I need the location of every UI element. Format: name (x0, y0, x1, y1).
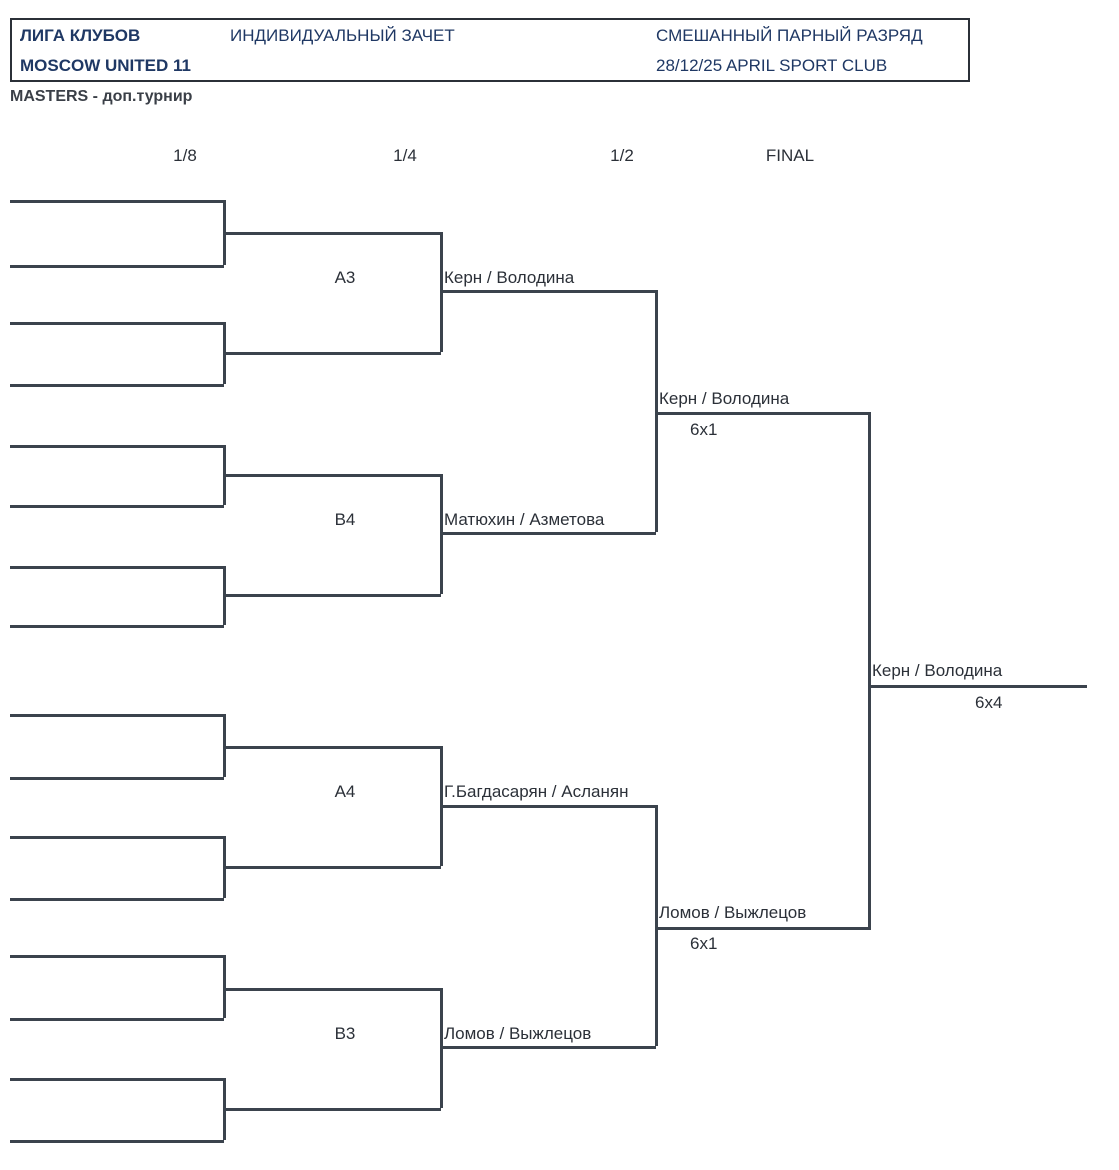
qf-seed-a3: A3 (334, 268, 356, 287)
sf-score-1: 6x1 (690, 420, 718, 439)
connector-sf-match-1 (655, 290, 658, 532)
final-score: 6x4 (975, 693, 1003, 712)
qf-feed-line-4b (223, 1108, 441, 1111)
qf-winner-4: Ломов / Выжлецов (444, 1024, 592, 1043)
connector-r16-match-5 (223, 714, 226, 777)
round-label-1-2: 1/2 (610, 146, 634, 165)
qf-feed-line-1a (223, 232, 441, 235)
qf-feed-line-3b (223, 866, 441, 869)
header-box: ЛИГА КЛУБОВ ИНДИВИДУАЛЬНЫЙ ЗАЧЕТ СМЕШАНН… (10, 18, 970, 82)
qf-seed-a4: A4 (334, 782, 356, 801)
qf-feed-line-3a (223, 746, 441, 749)
final-feed-line-bottom (655, 927, 871, 930)
connector-sf-match-2 (655, 805, 658, 1046)
header-date-venue: 28/12/25 APRIL SPORT CLUB (656, 56, 888, 75)
header-team: MOSCOW UNITED 11 (20, 56, 191, 75)
slot-line-r16-14 (10, 1018, 224, 1021)
sf-feed-line-1b (440, 532, 656, 535)
slot-line-r16-2 (10, 265, 224, 268)
slot-line-r16-16 (10, 1140, 224, 1143)
round-label-final: FINAL (765, 146, 815, 165)
qf-feed-line-2a (223, 474, 441, 477)
slot-line-r16-12 (10, 898, 224, 901)
qf-winner-1: Керн / Володина (444, 268, 575, 287)
sf-feed-line-2b (440, 1046, 656, 1049)
final-feed-line-top (655, 412, 871, 415)
qf-winner-2: Матюхин / Азметова (444, 510, 605, 529)
connector-final-match (868, 412, 871, 927)
slot-line-r16-3 (10, 322, 224, 325)
connector-r16-match-7 (223, 955, 226, 1018)
slot-line-r16-8 (10, 625, 224, 628)
slot-line-r16-10 (10, 777, 224, 780)
round-label-1-4: 1/4 (393, 146, 417, 165)
slot-line-r16-15 (10, 1078, 224, 1081)
header-discipline: СМЕШАННЫЙ ПАРНЫЙ РАЗРЯД (656, 26, 923, 45)
champion-line (868, 685, 1087, 688)
round-label-1-8: 1/8 (173, 146, 197, 165)
slot-line-r16-13 (10, 955, 224, 958)
qf-feed-line-2b (223, 594, 441, 597)
sf-winner-1: Керн / Володина (659, 389, 790, 408)
slot-line-r16-4 (10, 384, 224, 387)
qf-winner-3: Г.Багдасарян / Асланян (444, 782, 629, 801)
qf-feed-line-4a (223, 988, 441, 991)
slot-line-r16-1 (10, 200, 224, 203)
slot-line-r16-6 (10, 505, 224, 508)
slot-line-r16-7 (10, 566, 224, 569)
slot-line-r16-9 (10, 714, 224, 717)
slot-line-r16-5 (10, 445, 224, 448)
sf-score-2: 6x1 (690, 934, 718, 953)
sf-feed-line-2a (440, 805, 656, 808)
qf-feed-line-1b (223, 352, 441, 355)
sf-winner-2: Ломов / Выжлецов (659, 903, 807, 922)
qf-seed-b4: B4 (334, 510, 356, 529)
tournament-subtitle: MASTERS - доп.турнир (10, 88, 193, 105)
header-league: ЛИГА КЛУБОВ (20, 26, 141, 45)
slot-line-r16-11 (10, 836, 224, 839)
final-winner: Керн / Володина (872, 661, 1003, 680)
qf-seed-b3: B3 (334, 1024, 356, 1043)
header-individual-standings: ИНДИВИДУАЛЬНЫЙ ЗАЧЕТ (230, 26, 455, 45)
sf-feed-line-1a (440, 290, 656, 293)
